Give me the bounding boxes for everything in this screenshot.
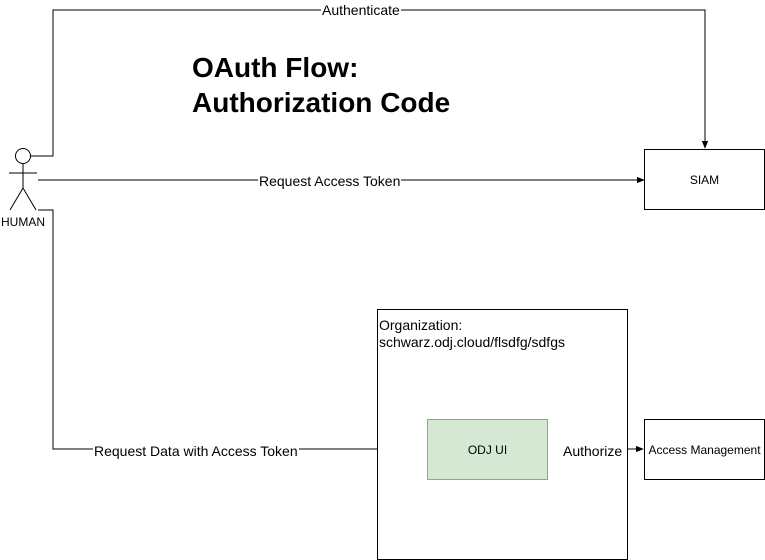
human-actor-icon <box>9 148 37 211</box>
organization-label-line-1: Organization: <box>379 317 463 333</box>
title-line-1: OAuth Flow: <box>192 52 359 83</box>
access-management-node: Access Management <box>644 419 765 480</box>
siam-label: SIAM <box>689 172 720 187</box>
request-access-token-label: Request Access Token <box>258 173 402 189</box>
title-line-2: Authorization Code <box>192 87 451 118</box>
odj-ui-node: ODJ UI <box>427 419 548 480</box>
organization-label: Organization: schwarz.odj.cloud/flsdfg/s… <box>379 317 565 351</box>
access-management-label: Access Management <box>648 442 761 457</box>
authenticate-edge <box>30 9 709 157</box>
authorize-label: Authorize <box>562 443 624 459</box>
request-data-label: Request Data with Access Token <box>93 443 299 459</box>
odj-ui-label: ODJ UI <box>467 442 508 457</box>
request-data-edge <box>38 209 428 453</box>
organization-label-line-2: schwarz.odj.cloud/flsdfg/sdfgs <box>379 334 565 350</box>
diagram-title: OAuth Flow: Authorization Code <box>192 50 450 120</box>
actor-label: HUMAN <box>1 215 45 229</box>
siam-node: SIAM <box>644 149 765 210</box>
authenticate-label: Authenticate <box>321 2 401 18</box>
